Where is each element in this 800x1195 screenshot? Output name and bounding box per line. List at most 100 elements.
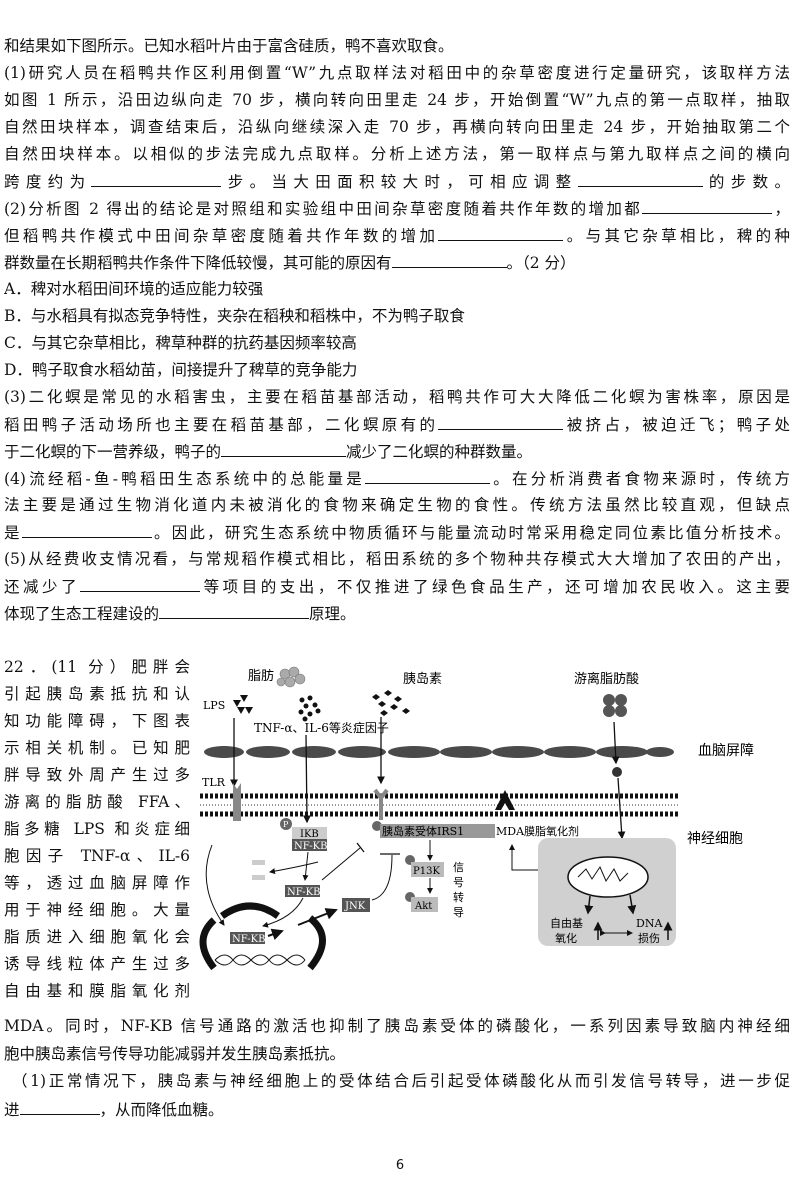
text-line: 于二化螟的下一营养级，鸭子的 减少了二化螟的种群数量。 xyxy=(4,441,790,461)
text-line: 群数量在长期稻鸭共作条件下降低较慢，其可能的原因有 。（2 分） xyxy=(4,252,790,272)
fatty-acid-cluster-icon xyxy=(603,694,627,717)
label-signal-transduction: 信 号 转 导 xyxy=(453,861,464,919)
svg-text:自由基: 自由基 xyxy=(550,916,583,930)
blood-brain-barrier-cells xyxy=(204,746,674,758)
text-segment: 减少了二化螟的种群数量。 xyxy=(346,443,533,461)
text-segment: 进 xyxy=(4,1100,20,1119)
text-line: 自然田块样本。以相似的步法完成九点取样。分析上述方法，第一取样点与第九取样点之间… xyxy=(4,144,790,164)
text-segment: 。在分析消费者食物来源时，传统方 xyxy=(489,470,790,488)
text-segment: 体现了生态工程建设的 xyxy=(4,605,160,623)
text-line: C．与其它杂草相比，稗草种群的抗药基因频率较高 xyxy=(4,333,790,353)
text-line: 脂多糖 LPS 和炎症细 xyxy=(4,820,190,838)
svg-text:信: 信 xyxy=(453,861,464,874)
answer-blank[interactable] xyxy=(438,414,564,430)
text-line: 进 ，从而降低血糖。 xyxy=(4,1099,790,1119)
text-line: 跨度约为步。当大田面积较大时，可相应调整的步数。 xyxy=(4,171,790,191)
nfkb-box-1 xyxy=(292,839,327,851)
text-segment: D．鸭子取食水稻幼苗，间接提升了稗草的竞争能力 xyxy=(4,361,358,379)
text-segment: ， xyxy=(772,200,790,218)
text-segment: 的步数。 xyxy=(702,173,790,191)
text-segment: (4)流经稻-鱼-鸭稻田生态系统中的总能量是 xyxy=(4,470,365,488)
label-nfkb-1: NF-KB xyxy=(294,841,327,852)
text-segment: ，从而降低血糖。 xyxy=(99,1100,224,1119)
text-line: 自由基和膜脂氧化剂 xyxy=(4,982,190,1000)
text-line: 胞因子 TNF-α、IL-6 xyxy=(4,847,190,865)
cell-membrane xyxy=(200,793,680,817)
text-line: 诱导线粒体产生过多 xyxy=(4,955,190,973)
answer-blank[interactable] xyxy=(438,225,564,241)
text-line: 用于神经细胞。大量 xyxy=(4,901,190,919)
text-segment: 。因此，研究生态系统中物质循环与能量流动时常采用稳定同位素比值分析技术。 xyxy=(151,524,790,542)
answer-blank[interactable] xyxy=(364,468,490,484)
text-segment: 是 xyxy=(4,524,22,542)
text-line: (3)二化螟是常见的水稻害虫，主要在稻苗基部活动，稻鸭共作可大大降低二化螟为害株… xyxy=(4,387,790,407)
text-segment: B．与水稻具有拟态竞争特性，夹杂在稻秧和稻株中，不为鸭子取食 xyxy=(4,307,465,325)
text-line: (2)分析图 2 得出的结论是对照组和实验组中田间杂草密度随着共作年数的增加都 ， xyxy=(4,198,790,218)
text-segment: 法主要是通过生物消化道内未被消化的食物来确定生物的食性。传统方法虽然比较直观，但… xyxy=(4,496,790,514)
label-free-radical-oxidation: 自由基 氧化 xyxy=(550,916,583,945)
text-segment: 如图 1 所示，沿田边纵向走 70 步，横向转向田里走 24 步，开始倒置“W”… xyxy=(4,91,790,109)
text-segment: C．与其它杂草相比，稗草种群的抗药基因频率较高 xyxy=(4,334,357,352)
label-jnk: JNK xyxy=(344,901,366,912)
label-lps: LPS xyxy=(203,699,225,712)
text-segment: 自然田块样本，调查结束后，沿纵向继续深入走 70 步，再横向转向田里走 24 步… xyxy=(4,118,790,136)
text-line: 稻田鸭子活动场所也主要在稻苗基部，二化螟原有的 被挤占，被迫迁飞；鸭子处 xyxy=(4,414,790,434)
answer-blank[interactable] xyxy=(642,198,773,214)
label-tlr: TLR xyxy=(202,776,226,789)
answer-blank[interactable] xyxy=(391,252,507,268)
text-segment: (2)分析图 2 得出的结论是对照组和实验组中田间杂草密度随着共作年数的增加都 xyxy=(4,200,643,218)
insulin-diamonds-icon xyxy=(372,690,410,716)
cytokine-dots-icon xyxy=(298,695,321,722)
svg-text:转: 转 xyxy=(453,890,464,904)
answer-blank[interactable] xyxy=(19,1099,100,1115)
text-segment: 步。当大田面积较大时，可相应调整 xyxy=(221,173,578,191)
tlr-receptor-icon xyxy=(233,783,241,821)
label-nfkb-3: NF-KB xyxy=(232,934,265,945)
ikb-box xyxy=(292,827,327,839)
mitochondria-icon xyxy=(567,856,649,898)
mda-symbol-icon xyxy=(495,790,515,810)
akt-box xyxy=(411,897,438,912)
text-segment: （1)正常情况下，胰岛素与神经细胞上的受体结合后引起受体磷酸化从而引发信号转导，… xyxy=(12,1072,790,1090)
text-segment: 于二化螟的下一营养级，鸭子的 xyxy=(4,443,222,461)
text-line: 但稻鸭共作模式中田间杂草密度随着共作年数的增加。与其它杂草相比，稗的种 xyxy=(4,225,790,245)
text-line: 游离的脂肪酸 FFA、 xyxy=(4,793,190,811)
answer-blank[interactable] xyxy=(577,171,703,187)
text-segment: 稻田鸭子活动场所也主要在稻苗基部，二化螟原有的 xyxy=(4,416,439,434)
text-segment: MDA。同时，NF-KB 信号通路的激活也抑制了胰岛素受体的磷酸化，一系列因素导… xyxy=(4,1017,790,1035)
phosphate-icon xyxy=(280,818,292,830)
svg-text:氧化: 氧化 xyxy=(555,931,577,945)
label-pi3k: P13K xyxy=(413,866,440,877)
text-segment: 等项目的支出，不仅推进了绿色食品生产，还可增加农民收入。这主要 xyxy=(200,578,790,596)
text-line: 还减少了 等项目的支出，不仅推进了绿色食品生产，还可增加农民收入。这主要 xyxy=(4,576,790,596)
jnk-box xyxy=(342,898,370,912)
label-dna-damage: DNA 损伤 xyxy=(636,917,663,945)
text-line: 脂质进入细胞氧化会 xyxy=(4,928,190,946)
label-blood-brain-barrier: 血脑屏障 xyxy=(698,743,754,759)
phosphate-label: P xyxy=(283,820,289,829)
dna-helix-icon xyxy=(214,954,306,966)
answer-blank[interactable] xyxy=(159,603,310,619)
text-line: 引起胰岛素抵抗和认 xyxy=(4,685,190,703)
answer-blank[interactable] xyxy=(221,441,347,457)
nucleus-envelope xyxy=(199,917,217,971)
text-line: 示相关机制。已知肥 xyxy=(4,739,190,757)
label-mda: MDA膜脂氧化剂 xyxy=(496,824,579,838)
answer-blank[interactable] xyxy=(91,171,222,187)
label-free-fatty-acid: 游离脂肪酸 xyxy=(574,671,639,687)
answer-blank[interactable] xyxy=(80,576,201,592)
insulin-receptor-icon xyxy=(373,788,389,820)
label-insulin: 胰岛素 xyxy=(403,671,442,687)
text-segment: 群数量在长期稻鸭共作条件下降低较慢，其可能的原因有 xyxy=(4,254,392,272)
text-segment: 还减少了 xyxy=(4,578,81,596)
text-segment: 。（2 分） xyxy=(506,254,576,272)
text-segment: 被挤占，被迫迁飞；鸭子处 xyxy=(563,416,790,434)
text-line: B．与水稻具有拟态竞争特性，夹杂在稻秧和稻株中，不为鸭子取食 xyxy=(4,306,790,326)
answer-blank[interactable] xyxy=(21,522,152,538)
text-segment: 原理。 xyxy=(309,605,356,623)
text-line: 如图 1 所示，沿田边纵向走 70 步，横向转向田里走 24 步，开始倒置“W”… xyxy=(4,90,790,110)
nfkb-box-2 xyxy=(285,885,320,897)
text-line: 和结果如下图所示。已知水稻叶片由于富含硅质，鸭不喜欢取食。 xyxy=(4,36,790,56)
page-number: 6 xyxy=(395,1158,405,1173)
text-line: D．鸭子取食水稻幼苗，间接提升了稗草的竞争能力 xyxy=(4,360,790,380)
